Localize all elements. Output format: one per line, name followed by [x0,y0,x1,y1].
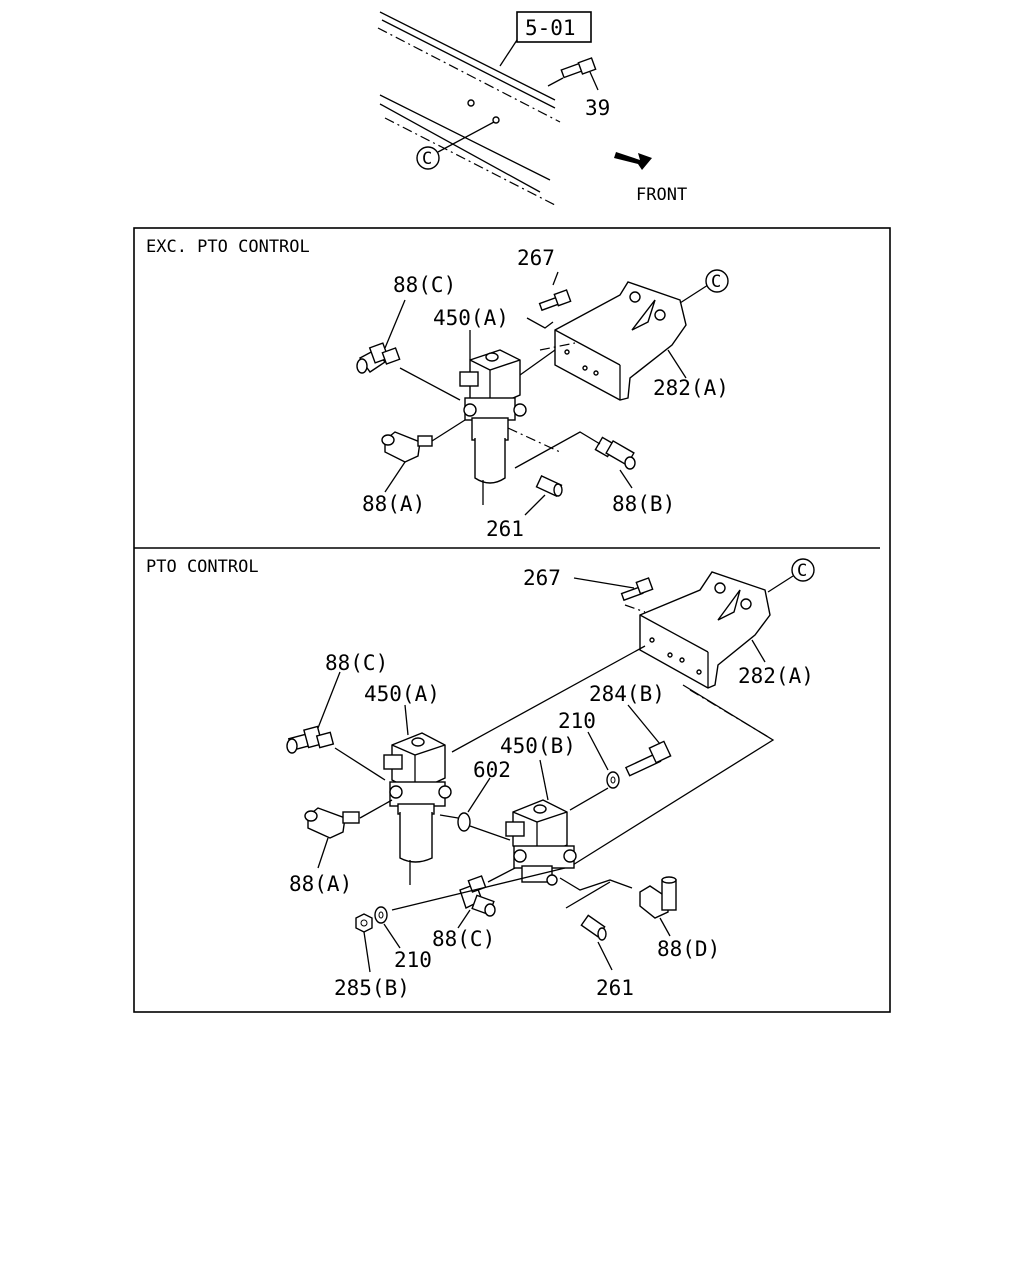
label-88c-exc: 88(C) [393,273,456,297]
label-261-exc: 261 [486,517,524,541]
label-88a-exc: 88(A) [362,492,425,516]
plug-261-pto [580,914,607,941]
circle-ref-label: C [422,149,432,169]
circle-ref-c-exc [705,269,729,293]
bolt-284b [624,740,672,777]
solenoid-valve-450b [505,799,577,886]
bolt-267-pto [620,577,654,602]
label-285b: 285(B) [334,976,410,1000]
front-arrow: FRONT [614,152,687,205]
label-88b-exc: 88(B) [612,492,675,516]
o-ring-602 [439,812,511,841]
washer-210-top [606,771,620,789]
label-210-bottom: 210 [394,948,432,972]
solenoid-valve-450a-exc [459,349,527,505]
label-267-exc: 267 [517,246,555,270]
label-88d: 88(D) [657,937,720,961]
bolt-39: 39 [547,57,610,120]
fitting-88c-pto-top [286,725,335,754]
label-88c-pto-bottom: 88(C) [432,927,495,951]
circle-ref-c-rail: C [416,121,495,170]
reference-box: 5-01 [499,11,592,67]
circle-ref-c-pto [791,558,815,582]
label-267-pto: 267 [523,566,561,590]
front-label: FRONT [636,185,687,205]
label-450b: 450(B) [500,734,576,758]
plug-261-exc [535,474,563,498]
bracket-282a-pto [624,571,771,689]
fitting-88d [639,876,677,919]
nut-285b [355,913,373,933]
fitting-88c-exc [356,342,401,374]
label-450a-pto: 450(A) [364,682,440,706]
circle-ref-c-pto-label: C [797,561,807,581]
fitting-88c-pto-bottom [459,875,496,917]
fitting-88a-exc [381,431,433,463]
label-88c-pto-top: 88(C) [325,651,388,675]
label-602: 602 [473,758,511,782]
fitting-88b-exc [594,436,636,470]
label-39: 39 [585,96,610,120]
label-284b: 284(B) [589,682,665,706]
label-282a-exc: 282(A) [653,376,729,400]
section-exc-title: EXC. PTO CONTROL [146,237,310,257]
solenoid-valve-450a-pto [383,732,452,885]
fitting-88a-pto [304,807,360,839]
label-261-pto: 261 [596,976,634,1000]
sections-frame [133,227,891,1013]
label-88a-pto: 88(A) [289,872,352,896]
reference-box-label: 5-01 [525,16,576,40]
bracket-282a-exc [539,281,687,401]
label-282a-pto: 282(A) [738,664,814,688]
bolt-267-exc [526,271,572,329]
circle-ref-c-exc-label: C [711,272,721,292]
section-pto-title: PTO CONTROL [146,557,259,577]
washer-210-bottom [374,906,388,924]
label-210-top: 210 [558,709,596,733]
label-450a-exc: 450(A) [433,306,509,330]
